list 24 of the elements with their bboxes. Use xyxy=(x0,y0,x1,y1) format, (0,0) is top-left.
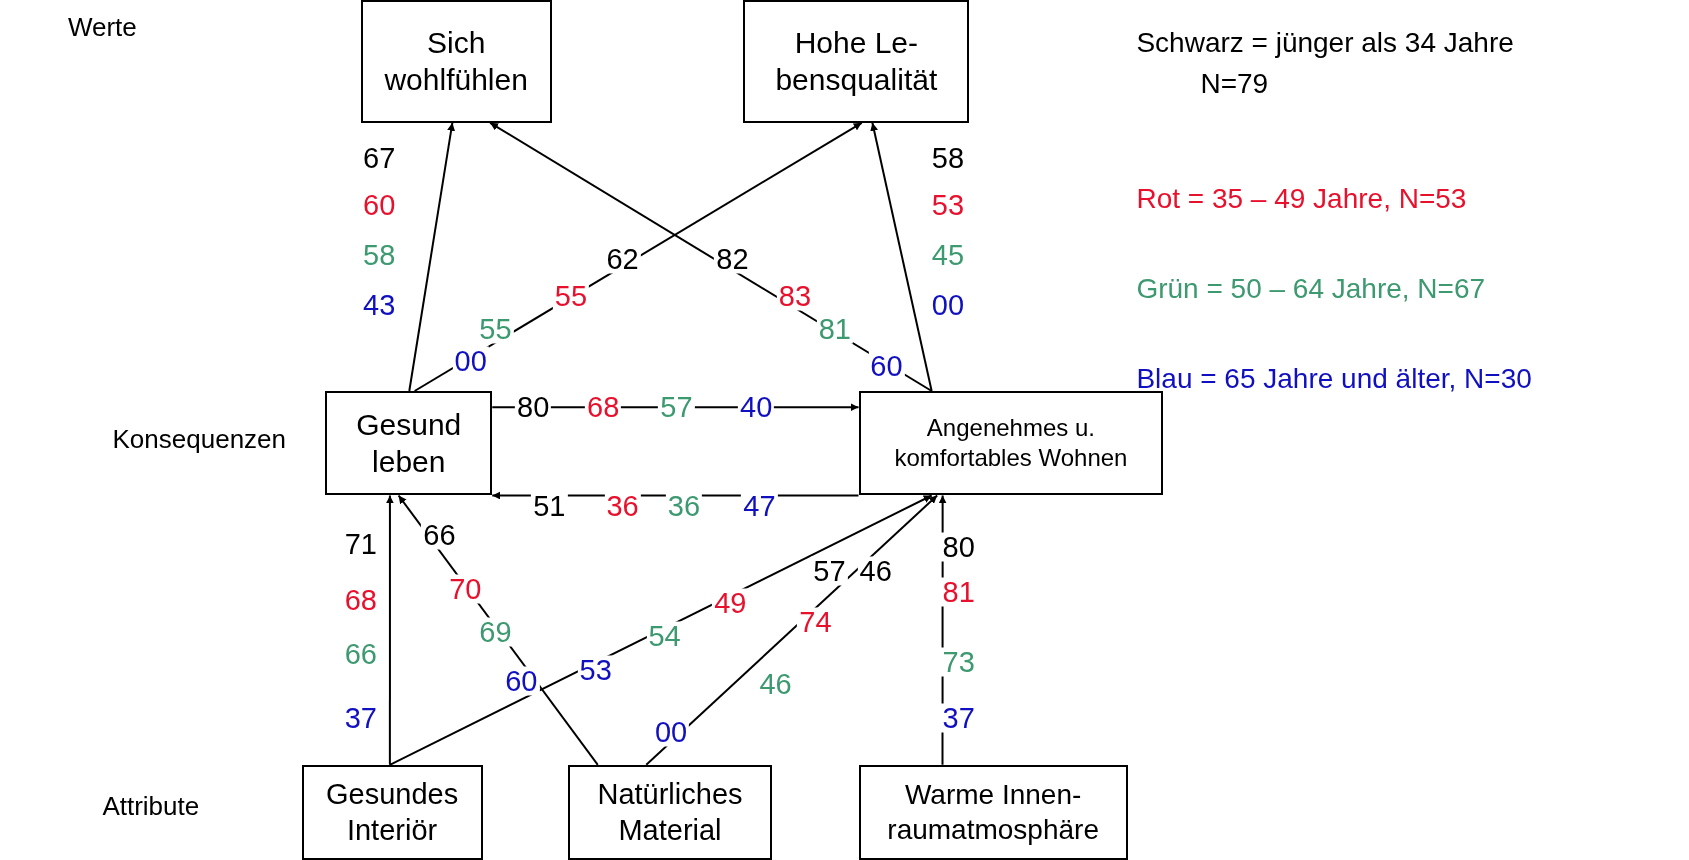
frequency-number: 73 xyxy=(940,647,977,677)
frequency-number: 70 xyxy=(447,574,484,604)
arrow xyxy=(408,121,456,392)
frequency-number: 80 xyxy=(940,532,977,562)
arrow xyxy=(870,121,933,392)
frequency-number: 57 xyxy=(811,556,848,586)
concept-box: Sich wohlfühlen xyxy=(360,0,552,123)
legend-entry: Schwarz = jünger als 34 Jahre N=79 xyxy=(1136,26,1515,101)
frequency-number: 81 xyxy=(940,577,977,607)
concept-box: Gesundes Interiör xyxy=(301,764,483,860)
concept-box: Natürliches Material xyxy=(567,764,773,860)
legend-entry: Rot = 35 – 49 Jahre, N=53 xyxy=(1136,182,1468,217)
concept-box: Warme Innen- raumatmosphäre xyxy=(858,764,1128,860)
frequency-number: 37 xyxy=(940,703,977,733)
legend-entry: Grün = 50 – 64 Jahre, N=67 xyxy=(1136,271,1487,306)
concept-box: Gesund leben xyxy=(325,391,493,496)
arrow xyxy=(385,494,394,766)
level-label: Konsequenzen xyxy=(112,426,286,453)
level-label: Werte xyxy=(67,13,137,40)
frequency-number: 60 xyxy=(503,666,540,696)
level-label: Attribute xyxy=(102,792,200,819)
concept-box: Hohe Le- bensqualität xyxy=(743,0,970,123)
frequency-number: 69 xyxy=(477,617,514,647)
concept-box: Angenehmes u. komfortables Wohnen xyxy=(858,391,1164,496)
